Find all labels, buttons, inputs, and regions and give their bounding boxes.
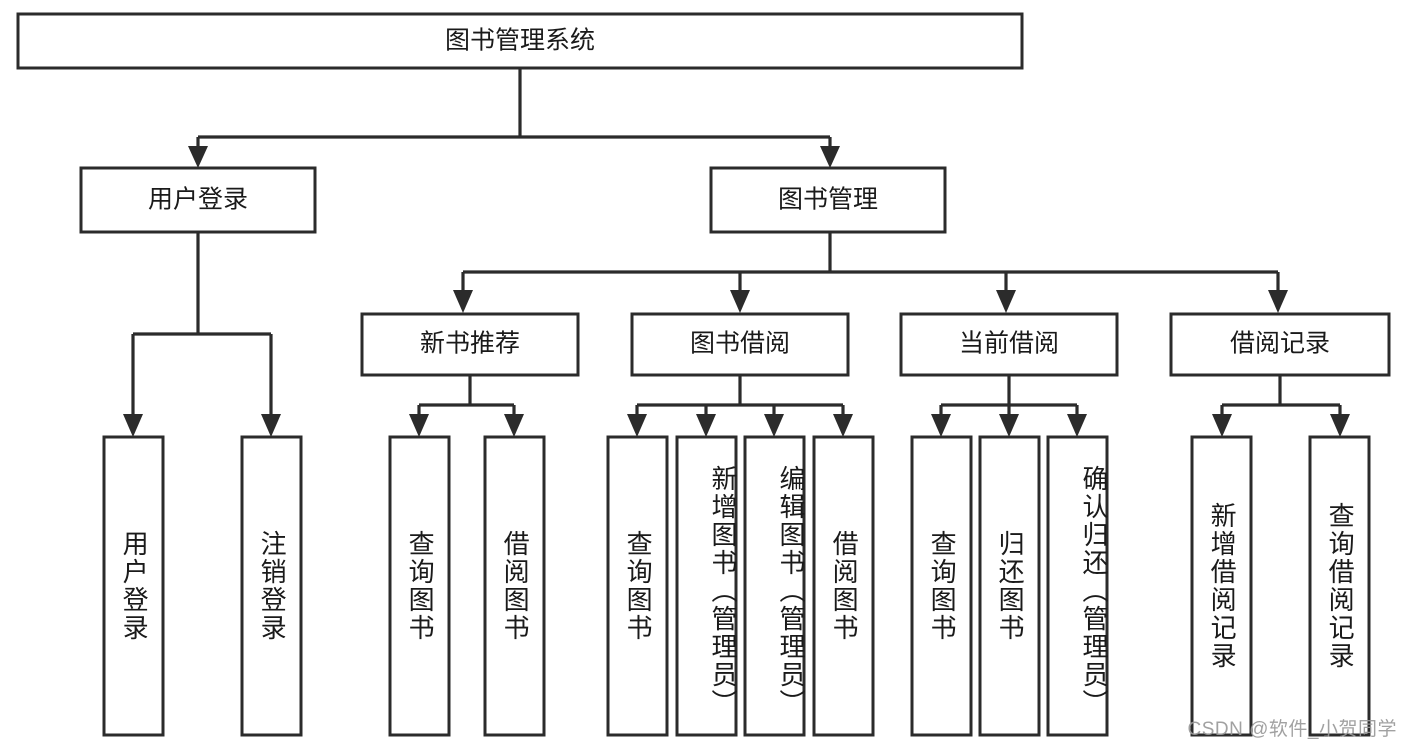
leaf-box-br-add-record[interactable] — [1190, 435, 1253, 737]
connectors-book-borrow-to-leaves — [627, 375, 853, 437]
leaf-box-cb-confirm-return[interactable] — [1046, 435, 1109, 737]
arrow-head-user-login — [188, 146, 208, 168]
arrow-head-bb-leaf-1 — [627, 414, 647, 437]
leaf-boxes-user-login — [102, 435, 303, 737]
leaf-boxes-current-borrow — [910, 435, 1109, 737]
connectors-current-borrow-to-leaves — [931, 375, 1087, 437]
arrow-head-new-book-recommend — [453, 290, 473, 313]
node-current-borrow-box[interactable] — [899, 312, 1119, 377]
arrow-head-bb-leaf-4 — [833, 414, 853, 437]
arrow-head-borrow-record — [1268, 290, 1288, 313]
arrow-head-cb-leaf-3 — [1067, 414, 1087, 437]
leaf-box-bb-query-book[interactable] — [606, 435, 669, 737]
arrow-head-leaf-user-login — [123, 414, 143, 437]
csdn-watermark: CSDN @软件_小贺同学 — [1187, 719, 1397, 740]
node-borrow-record-label: 借阅记录 — [1230, 330, 1330, 358]
leaf-box-bb-add-book[interactable] — [675, 435, 738, 737]
connectors-root-to-level2 — [188, 68, 840, 168]
arrow-head-book-manage — [820, 146, 840, 168]
arrow-head-book-borrow — [730, 290, 750, 313]
arrow-head-cb-leaf-2 — [999, 414, 1019, 437]
connectors-new-book-recommend-to-leaves — [409, 375, 524, 437]
arrow-head-br-leaf-2 — [1330, 414, 1350, 437]
node-book-manage-box[interactable] — [709, 166, 947, 234]
leaf-boxes-new-book-recommend — [388, 435, 546, 737]
node-user-login-box[interactable] — [79, 166, 317, 234]
leaf-box-nbr-query-book[interactable] — [388, 435, 451, 737]
arrow-head-cb-leaf-1 — [931, 414, 951, 437]
leaf-box-bb-edit-book[interactable] — [743, 435, 806, 737]
arrow-head-leaf-logout — [261, 414, 281, 437]
connectors-borrow-record-to-leaves — [1212, 375, 1350, 437]
arrow-head-current-borrow — [996, 290, 1016, 313]
node-new-book-recommend-box[interactable] — [360, 312, 580, 377]
node-book-borrow-box[interactable] — [630, 312, 850, 377]
node-root-label: 图书管理系统 — [445, 27, 595, 55]
leaf-box-bb-borrow-book[interactable] — [812, 435, 875, 737]
leaf-box-cb-query-book[interactable] — [910, 435, 973, 737]
arrow-head-bb-leaf-2 — [696, 414, 716, 437]
node-book-borrow-label: 图书借阅 — [690, 330, 790, 358]
leaf-box-logout[interactable] — [240, 435, 303, 737]
node-borrow-record-box[interactable] — [1169, 312, 1391, 377]
arrow-head-nbr-leaf-2 — [504, 414, 524, 437]
node-current-borrow-label: 当前借阅 — [959, 330, 1059, 358]
node-root-box[interactable] — [16, 12, 1024, 70]
leaf-boxes-borrow-record — [1190, 435, 1371, 737]
leaf-box-cb-return-book[interactable] — [978, 435, 1041, 737]
connectors-book-manage-to-level3 — [453, 232, 1288, 313]
node-user-login-label: 用户登录 — [148, 186, 248, 214]
leaf-box-br-query-record[interactable] — [1308, 435, 1371, 737]
arrow-head-bb-leaf-3 — [764, 414, 784, 437]
node-new-book-recommend-label: 新书推荐 — [420, 330, 520, 358]
leaf-boxes-book-borrow — [606, 435, 875, 737]
arrow-head-nbr-leaf-1 — [409, 414, 429, 437]
arrow-head-br-leaf-1 — [1212, 414, 1232, 437]
leaf-box-user-login[interactable] — [102, 435, 165, 737]
leaf-box-nbr-borrow-book[interactable] — [483, 435, 546, 737]
node-book-manage-label: 图书管理 — [778, 186, 878, 214]
connectors-user-login-to-leaves — [123, 232, 281, 437]
